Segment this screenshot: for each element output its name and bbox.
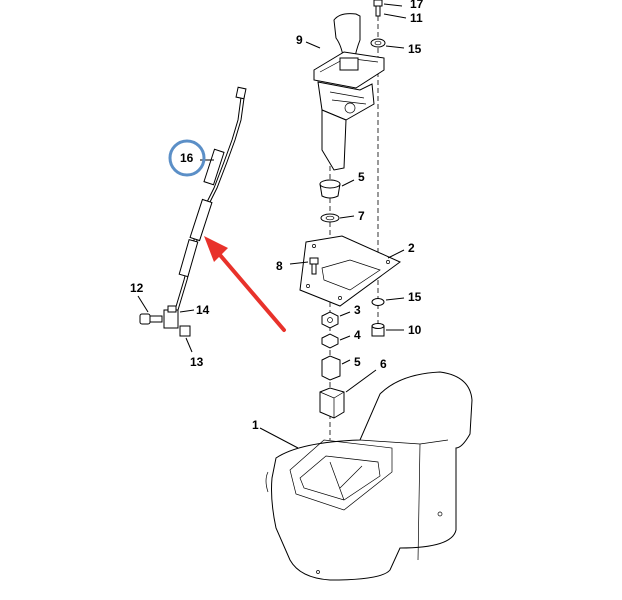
part-4-spacer	[321, 333, 351, 349]
callout-8: 8	[276, 259, 283, 273]
callout-7: 7	[358, 209, 365, 223]
part-7-washer	[320, 213, 355, 223]
part-3-bracket	[321, 311, 351, 329]
part-15-washer-mid	[371, 297, 405, 306]
part-13-clip	[179, 325, 193, 353]
callout-6: 6	[380, 357, 387, 371]
part-5-knob	[319, 179, 355, 199]
callout-2: 2	[408, 241, 415, 255]
callout-12: 12	[130, 281, 144, 295]
callout-16: 16	[180, 151, 194, 165]
callout-17: 17	[410, 0, 424, 11]
part-9-shift-lever	[305, 13, 385, 171]
red-arrow-icon	[204, 236, 286, 332]
part-1-console	[259, 371, 473, 581]
part-8-screw	[289, 257, 319, 275]
part-5-lower-block	[321, 355, 351, 381]
callout-5-low: 5	[354, 355, 361, 369]
circle-highlight-icon	[168, 139, 206, 177]
callout-15-top: 15	[408, 42, 422, 56]
part-11-bolt	[373, 0, 407, 19]
callout-14: 14	[196, 303, 210, 317]
callout-9: 9	[296, 33, 303, 47]
part-6-block	[319, 369, 377, 419]
callout-4: 4	[354, 328, 361, 342]
callout-13: 13	[190, 355, 204, 369]
part-2-gate-plate	[299, 235, 405, 307]
part-15-washer-top	[370, 38, 405, 49]
part-12-pin	[137, 295, 163, 325]
part-14-clip	[163, 305, 195, 329]
callout-3: 3	[354, 303, 361, 317]
part-16-cable	[171, 86, 247, 321]
part-10-nut	[371, 323, 404, 337]
callout-1: 1	[252, 418, 259, 432]
callout-5-top: 5	[358, 170, 365, 184]
callout-10: 10	[408, 323, 422, 337]
callout-11: 11	[410, 11, 423, 25]
callout-15-mid: 15	[408, 290, 422, 304]
